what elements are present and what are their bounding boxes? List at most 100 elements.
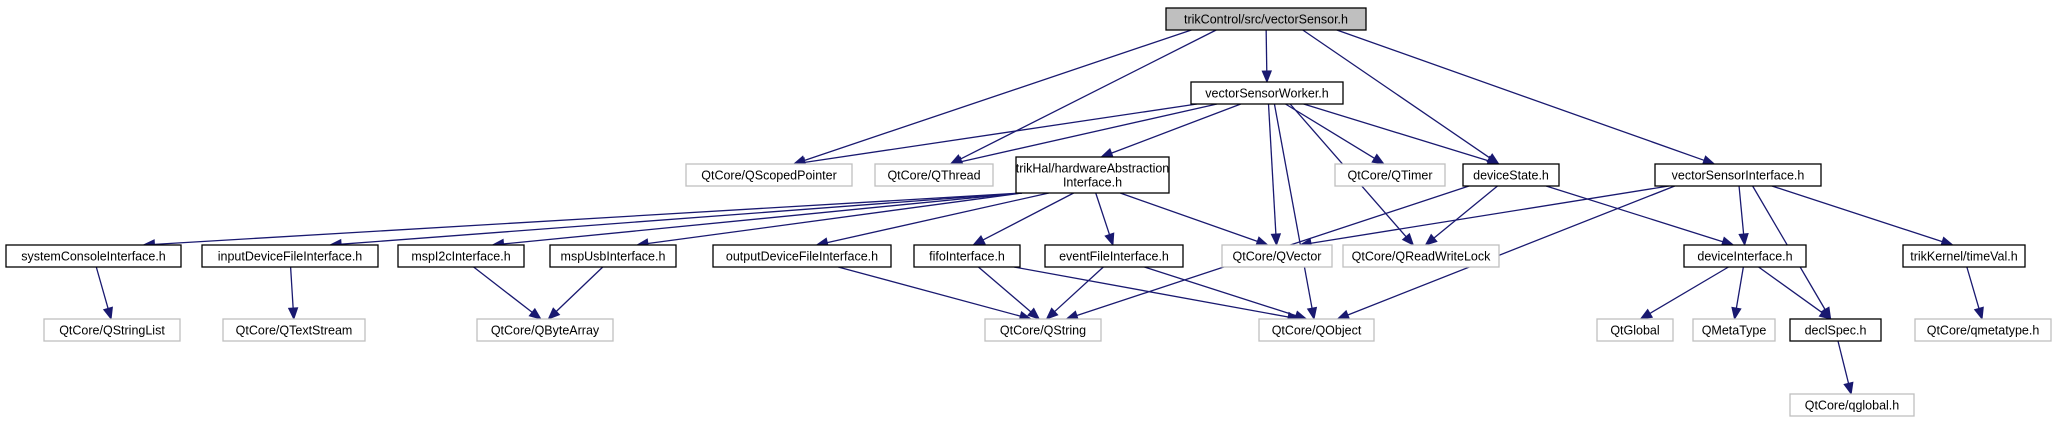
node-devstate[interactable]: deviceState.h <box>1462 163 1560 187</box>
node-box <box>874 163 994 187</box>
node-scoped: QtCore/QScopedPointer <box>685 163 853 187</box>
edge-line <box>555 266 604 312</box>
node-qstring: QtCore/QString <box>984 318 1102 342</box>
node-label: fifoInterface.h <box>929 250 1005 264</box>
node-usb[interactable]: mspUsbInterface.h <box>549 244 677 268</box>
node-i2c[interactable]: mspI2cInterface.h <box>397 244 525 268</box>
edge-line <box>827 192 1050 244</box>
edge-root-to-worker <box>1261 29 1273 84</box>
edge-worker-to-devstate <box>1303 103 1501 166</box>
edge-devstate-to-devif <box>1545 185 1735 247</box>
edge-arrowhead <box>1104 232 1115 247</box>
node-qobject: QtCore/QObject <box>1258 318 1375 342</box>
node-eventfile[interactable]: eventFileInterface.h <box>1044 244 1184 268</box>
edge-hal-to-i2c <box>491 192 1023 250</box>
edge-line <box>1310 185 1669 244</box>
node-label: mspUsbInterface.h <box>561 250 666 264</box>
edge-line <box>804 103 1198 164</box>
node-label: vectorSensorInterface.h <box>1672 169 1805 183</box>
nodes-layer: trikControl/src/vectorSensor.h vectorSens… <box>5 7 2052 417</box>
node-inputdev[interactable]: inputDeviceFileInterface.h <box>201 244 379 268</box>
node-sysconsole[interactable]: systemConsoleInterface.h <box>5 244 182 268</box>
edge-line <box>1265 29 1268 72</box>
node-box <box>201 244 379 268</box>
node-label: QtCore/QStringList <box>59 324 165 338</box>
edge-line <box>95 266 109 309</box>
node-label: QtCore/QScopedPointer <box>701 169 837 183</box>
node-box <box>1683 244 1807 268</box>
edge-arrowhead <box>972 235 986 246</box>
edge-worker-to-qvector <box>1267 103 1282 247</box>
edge-vsi-to-qvector <box>1298 185 1669 249</box>
node-qtimer: QtCore/QTimer <box>1334 163 1446 187</box>
node-label: QtCore/QString <box>1000 324 1086 338</box>
node-label: declSpec.h <box>1805 324 1867 338</box>
node-qthread: QtCore/QThread <box>874 163 994 187</box>
node-box <box>5 244 182 268</box>
edge-hal-to-fifo <box>972 192 1074 246</box>
node-box <box>1789 393 1915 417</box>
edge-worker-to-qobject <box>1273 103 1318 321</box>
edge-hal-to-sysconsole <box>142 192 1023 250</box>
edges-layer <box>95 29 1984 396</box>
node-fifo[interactable]: fifoInterface.h <box>913 244 1021 268</box>
node-box <box>1044 244 1184 268</box>
node-box <box>476 318 614 342</box>
node-vsi[interactable]: vectorSensorInterface.h <box>1654 163 1822 187</box>
edge-arrowhead <box>1731 306 1742 321</box>
edge-arrowhead <box>1701 155 1716 166</box>
node-worker[interactable]: vectorSensorWorker.h <box>1190 81 1344 105</box>
edge-root-to-qthread <box>949 29 1217 165</box>
edge-line <box>1144 266 1297 317</box>
node-box <box>1789 318 1882 342</box>
node-box <box>1165 7 1367 31</box>
edge-line <box>960 29 1217 160</box>
node-devif[interactable]: deviceInterface.h <box>1683 244 1807 268</box>
node-box <box>1334 163 1446 187</box>
node-box <box>1015 156 1170 194</box>
node-root[interactable]: trikControl/src/vectorSensor.h <box>1165 7 1367 31</box>
edge-line <box>1119 192 1258 242</box>
edge-line <box>1966 266 1980 309</box>
edge-arrowhead <box>1371 153 1385 165</box>
edge-vsi-to-timeval <box>1771 185 1954 247</box>
node-label: QtCore/qglobal.h <box>1805 399 1900 413</box>
node-label: deviceInterface.h <box>1697 250 1792 264</box>
node-outputdev[interactable]: outputDeviceFileInterface.h <box>712 244 892 268</box>
edge-line <box>289 266 294 309</box>
node-label: mspI2cInterface.h <box>411 250 510 264</box>
node-declspec[interactable]: declSpec.h <box>1789 318 1882 342</box>
edge-devif-to-qmetatype <box>1731 266 1744 321</box>
node-label: systemConsoleInterface.h <box>21 250 166 264</box>
edge-arrowhead <box>528 307 542 320</box>
edge-arrowhead <box>1336 309 1351 320</box>
node-box <box>1258 318 1375 342</box>
edge-arrowhead <box>1045 307 1059 320</box>
edge-vsi-to-devif <box>1738 185 1749 247</box>
node-qmetatypeh: QtCore/qmetatype.h <box>1914 318 2052 342</box>
edge-inputdev-to-qtextstream <box>287 266 299 321</box>
edge-line <box>1095 192 1111 235</box>
node-label: vectorSensorWorker.h <box>1205 87 1328 101</box>
edge-arrowhead <box>1639 308 1654 320</box>
edge-sysconsole-to-qstringlist <box>95 266 113 321</box>
edge-declspec-to-qglobalh <box>1837 340 1854 396</box>
node-box <box>1902 244 2026 268</box>
node-qtextstream: QtCore/QTextStream <box>222 318 366 342</box>
edge-line <box>1302 29 1491 159</box>
node-timeval[interactable]: trikKernel/timeVal.h <box>1902 244 2026 268</box>
node-qglobalh: QtCore/qglobal.h <box>1789 393 1915 417</box>
edge-arrowhead <box>1424 233 1438 246</box>
edge-fifo-to-qstring <box>977 266 1041 320</box>
edge-hal-to-eventfile <box>1095 192 1115 247</box>
node-label: inputDeviceFileInterface.h <box>218 250 363 264</box>
node-box <box>1596 318 1674 342</box>
edge-line <box>154 192 1023 245</box>
edge-hal-to-outputdev <box>815 192 1050 248</box>
node-label: QtCore/QReadWriteLock <box>1352 250 1491 264</box>
node-box <box>1342 244 1500 268</box>
edge-arrowhead <box>1255 236 1270 247</box>
node-box <box>1462 163 1560 187</box>
